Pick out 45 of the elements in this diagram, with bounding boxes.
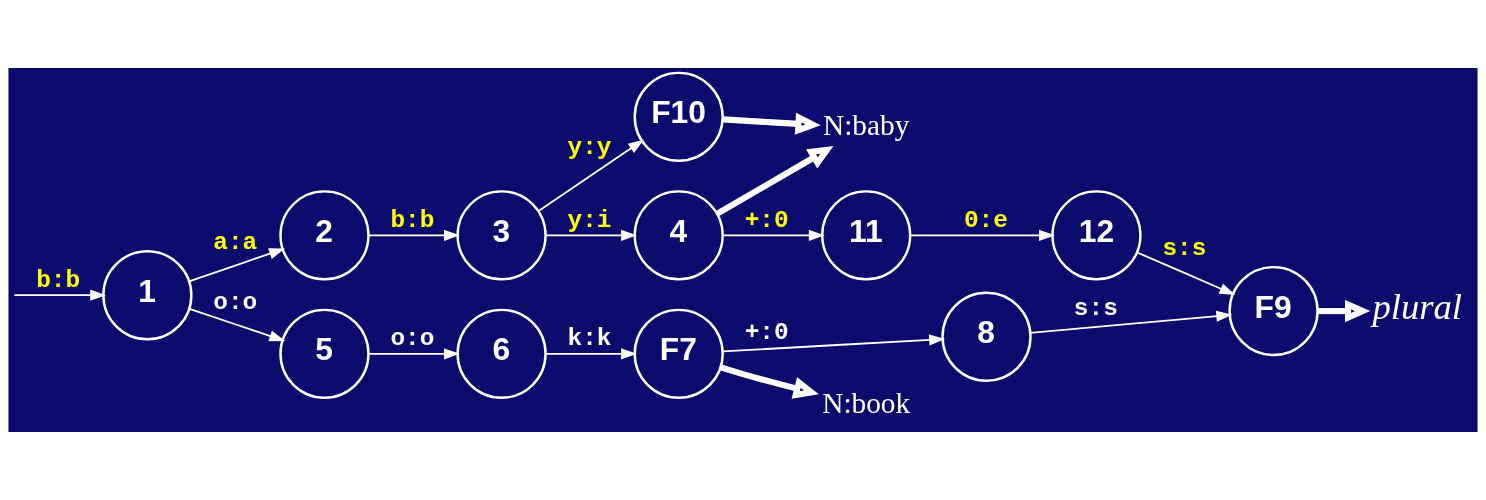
node-circle: F10 [633,71,724,163]
arrow [537,139,645,212]
node-circle: 6 [456,308,547,400]
arrow [721,229,825,241]
node-circle: 5 [279,308,370,400]
arrow [1136,251,1236,296]
edge-label: s:s [1073,294,1118,322]
arrow [715,146,834,217]
arrow [545,229,637,241]
edge-label: b:b [390,206,435,234]
node-circle: 3 [456,190,547,281]
edge-label: +:0 [744,319,789,347]
edge-label: a:a [213,228,258,256]
node-circle: 8 [941,291,1032,382]
arrow [1029,310,1233,334]
arrow [909,229,1055,241]
arrow [188,308,286,342]
edge-label: o:o [213,288,258,316]
edge-label: 0:e [963,206,1008,234]
edge-label: b:b [36,266,81,294]
node-circle: F7 [633,308,724,400]
edge-label: y:i [567,206,612,234]
node-circle: 12 [1051,190,1142,281]
edge-label: o:o [390,325,435,353]
edge-label: s:s [1162,234,1207,262]
node-circle: 1 [102,250,193,341]
node-circle: F9 [1228,265,1319,357]
arrow [721,334,946,353]
node-text: N:baby [823,109,910,142]
edge-label: k:k [567,325,612,353]
arrow [188,248,285,283]
arrow [367,229,460,241]
arrow [367,348,460,360]
node-circle: 11 [821,190,912,281]
arrow [545,348,637,360]
edge-label: +:0 [744,206,789,234]
arrow [13,289,107,301]
edge-label: y:y [567,133,612,161]
arrow [1317,300,1371,323]
node-circle: 2 [279,190,370,281]
node-circle: 4 [633,190,724,281]
arrow [722,112,821,135]
arrow [720,364,819,399]
node-text: plural [1372,286,1463,328]
node-text: N:book [822,386,911,419]
